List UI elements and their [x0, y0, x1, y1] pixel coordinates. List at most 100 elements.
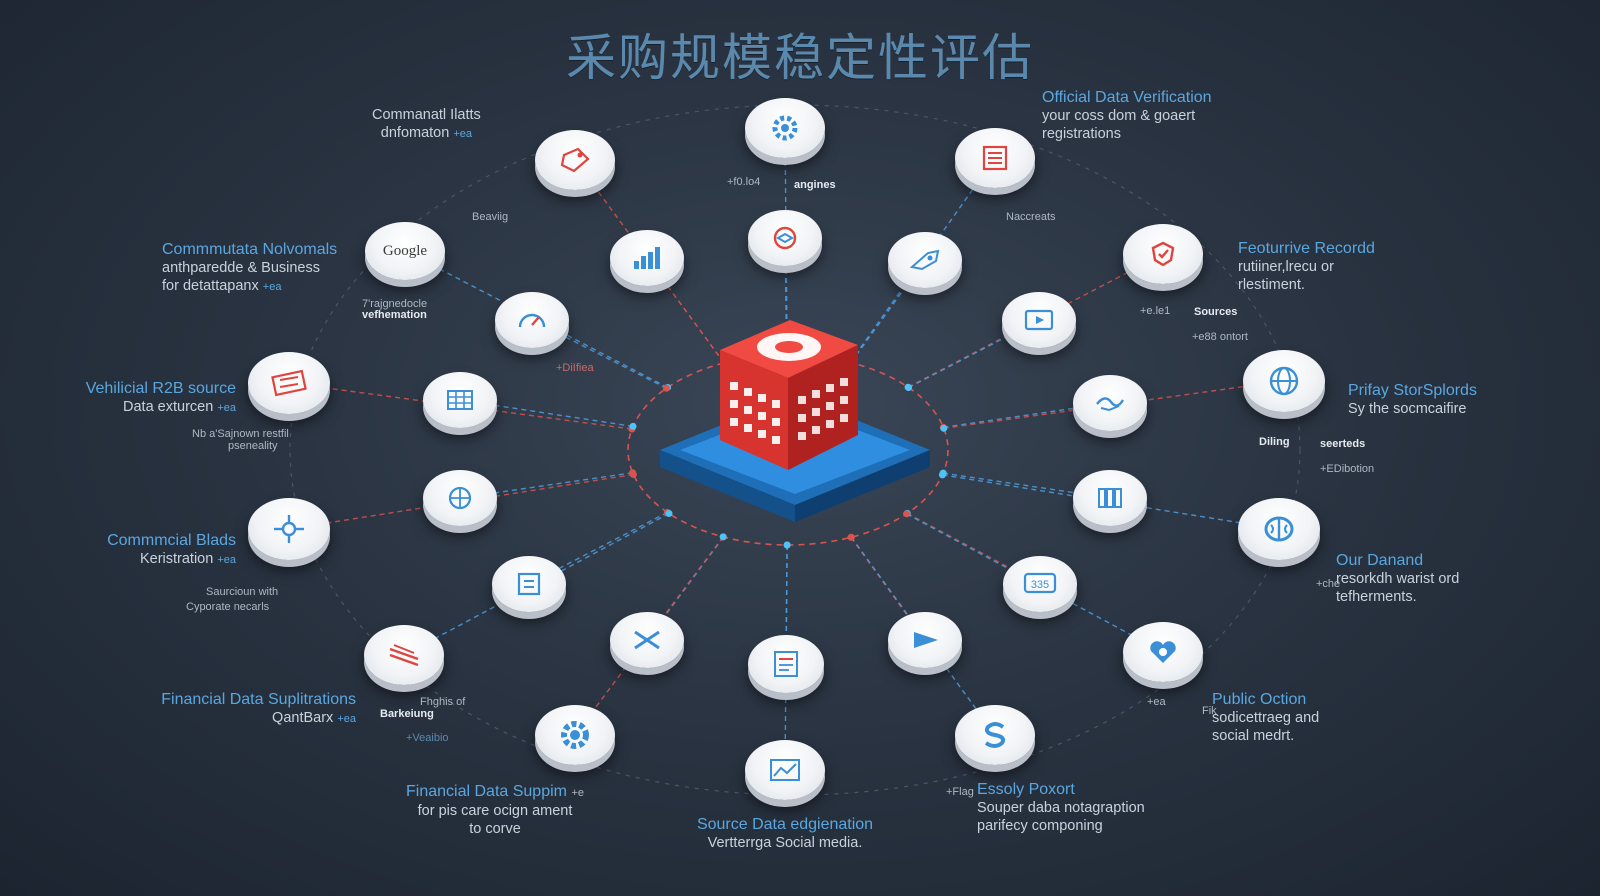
globe-node[interactable] [1243, 350, 1325, 412]
tag-ea-small: +ea [1147, 696, 1166, 708]
label-tag: +ea [217, 554, 236, 566]
table-node[interactable] [423, 372, 497, 428]
spoke-line [943, 402, 1111, 429]
label-detail: Vertterrga Social media. [707, 835, 863, 851]
s-logo-icon [984, 722, 1006, 748]
rocket-icon [909, 249, 940, 271]
tag-sources: Sources [1194, 306, 1238, 318]
globe-small-node[interactable] [423, 470, 497, 526]
spoke-line [906, 512, 1041, 585]
tag-diling: Diling [1259, 436, 1290, 448]
label-commercial-data: Commanatl Ilatts dnfomaton +ea [372, 106, 481, 143]
label-tag: +ea [217, 402, 236, 414]
spoke-line [849, 157, 996, 363]
label-detail: QantBarx +ea [100, 709, 356, 728]
gear-icon [772, 115, 798, 141]
label-detail-text: QantBarx [272, 710, 334, 726]
hashtag-lines-icon [389, 644, 419, 667]
gauge-icon [518, 313, 546, 328]
label-heading: Commmcial Blads [107, 532, 236, 549]
label-detail-text: for detattapanx [162, 278, 259, 294]
globe-icon [1269, 366, 1299, 396]
label-detail: Data exturcen +ea [40, 398, 236, 417]
label-community: Commmutata Nolvomals anthparedde & Busin… [162, 241, 337, 296]
handshake-node[interactable] [1073, 375, 1147, 431]
label-primary: Prifay StorSplords Sy the socmcaifire [1348, 382, 1477, 418]
tag-engines-prefix: +f0.lo4 [727, 176, 761, 188]
message-node[interactable]: 335 [1003, 556, 1077, 612]
picture-chart-icon [770, 759, 800, 781]
label-heading: Financial Data Suppim +e [390, 783, 600, 802]
registry-node[interactable] [955, 128, 1035, 188]
ring-dot [783, 541, 791, 549]
chart-frame-node[interactable] [745, 740, 825, 800]
ring-dot [847, 533, 855, 541]
label-heading: Vehilicial R2B source [85, 380, 236, 397]
books-node[interactable] [1073, 470, 1147, 526]
tag-document-icon [560, 147, 590, 173]
tag-bob-ontort: +e88 ontort [1192, 331, 1248, 343]
shield-check-node[interactable] [1123, 224, 1203, 284]
label-official-verification: Official Data Verification your coss dom… [1042, 89, 1212, 143]
ring-dot [629, 470, 637, 478]
label-vehicle-source: Vehilicial R2B source Data exturcen +ea [40, 380, 236, 417]
ring-dot [629, 422, 637, 430]
gear-node[interactable] [745, 98, 825, 158]
hashtag-node[interactable] [364, 625, 444, 685]
label-detail-text: Keristration [139, 551, 214, 567]
document-tag-node[interactable] [535, 130, 615, 190]
page-title: 采购规模稳定性评估 [566, 29, 1034, 87]
spoke-line [943, 472, 1111, 499]
spoke-line [850, 259, 926, 364]
target-node[interactable] [748, 210, 822, 266]
label-easily-export: Essoly Poxort Souper daba notagraption p… [977, 781, 1145, 835]
label-detail: to corve [469, 821, 521, 837]
skype-node[interactable] [955, 705, 1035, 765]
label-detail: parifecy componing [977, 818, 1103, 834]
label-financial-left: Financial Data Suplitrations QantBarx +e… [100, 691, 356, 728]
red-building-cube-icon [660, 320, 930, 522]
tools-cross-icon [634, 630, 660, 650]
label-heading: Source Data edgienation [696, 816, 874, 833]
report-node[interactable] [748, 635, 824, 693]
circuit-node[interactable] [248, 352, 330, 414]
label-detail: social medrt. [1212, 728, 1295, 744]
label-detail-text: Data exturcen [123, 399, 214, 415]
label-tag: +ea [337, 713, 356, 725]
brain-icon [1264, 516, 1294, 542]
gear-blue-node[interactable] [535, 705, 615, 765]
label-heading: Essoly Poxort [977, 781, 1075, 798]
tag-sources-prefix: +e.le1 [1140, 305, 1171, 317]
tag-differ: +DiIfiea [556, 362, 594, 374]
tag-naccreats: Naccreats [1006, 211, 1056, 223]
gauge-node[interactable] [495, 292, 569, 348]
tag-fik: Fik [1202, 705, 1217, 717]
cross-tools-node[interactable] [610, 612, 684, 668]
play-node[interactable] [888, 612, 962, 668]
brain-node[interactable] [1238, 498, 1320, 560]
ring-dot [905, 384, 913, 392]
video-node[interactable] [1002, 292, 1076, 348]
label-detail: resorkdh warist ord [1336, 571, 1460, 587]
google-node[interactable]: Google [365, 222, 445, 280]
label-public-option: Public Oction sodicettraeg and social me… [1212, 691, 1319, 745]
spoke-line [850, 536, 996, 736]
tag-barkeiung: Barkeiung [380, 708, 434, 720]
label-heading: Official Data Verification [1042, 89, 1212, 106]
tag-fhghs: Fhghis of [420, 696, 466, 708]
checklist-node[interactable] [492, 556, 566, 612]
tag-edibotion: +EDibotion [1320, 463, 1375, 475]
rocket-node[interactable] [888, 232, 962, 288]
label-source-data: Source Data edgienation Vertterrga Socia… [660, 816, 910, 852]
tag-tagle-1: 7'rajgnedocle [362, 298, 428, 310]
label-detail: sodicettraeg and [1212, 710, 1320, 726]
network-node[interactable] [248, 498, 330, 560]
label-detail: Sy the socmcaifire [1348, 401, 1467, 417]
tag-nb-1: Nb a'Sajnown restfil [192, 428, 289, 440]
globe-grid-icon [448, 486, 472, 510]
spoke-line [574, 159, 725, 364]
bar-chart-node[interactable] [610, 230, 684, 286]
play-triangle-icon [914, 632, 938, 648]
heart-node[interactable] [1123, 622, 1203, 682]
